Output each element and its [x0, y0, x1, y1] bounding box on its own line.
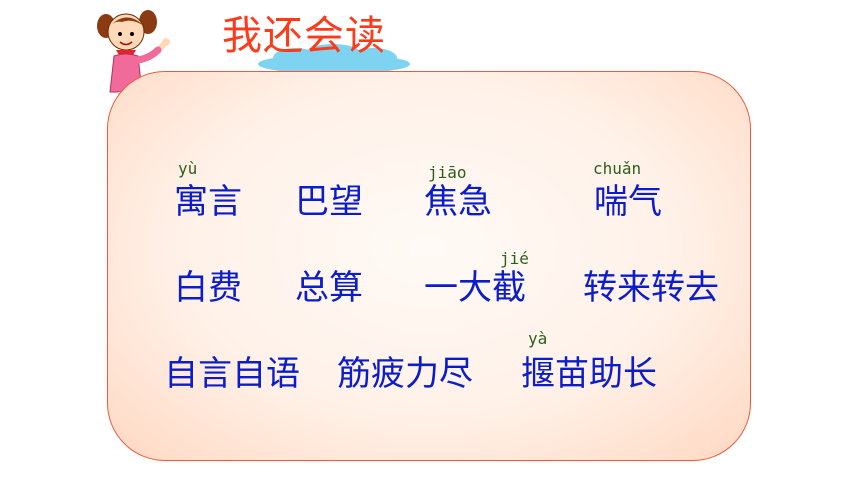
word-jiaoji: 焦急 [424, 182, 492, 222]
word-jinpilijin: 筋疲力尽 [337, 354, 473, 394]
page-title: 我还会读 [222, 13, 386, 59]
word-yidajie: 一大截 [424, 268, 526, 308]
word-baifei: 白费 [174, 268, 242, 308]
pinyin-ya: yà [528, 329, 548, 348]
word-chuanqi: 喘气 [594, 182, 662, 222]
word-ziyanziyu: 自言自语 [164, 354, 300, 394]
cloud-icon [258, 44, 410, 74]
word-zongsuan: 总算 [295, 268, 363, 308]
pinyin-jie: jié [500, 249, 529, 268]
word-board [107, 71, 751, 461]
pinyin-yu: yù [178, 159, 198, 178]
word-yuyan: 寓言 [174, 182, 242, 222]
pinyin-chuan: chuǎn [593, 159, 642, 178]
word-yamiaozhuzhang: 揠苗助长 [521, 354, 657, 394]
word-zhuanlaizhuanqu: 转来转去 [583, 268, 719, 308]
pinyin-jiao: jiāo [428, 163, 467, 182]
word-bawang: 巴望 [295, 182, 363, 222]
